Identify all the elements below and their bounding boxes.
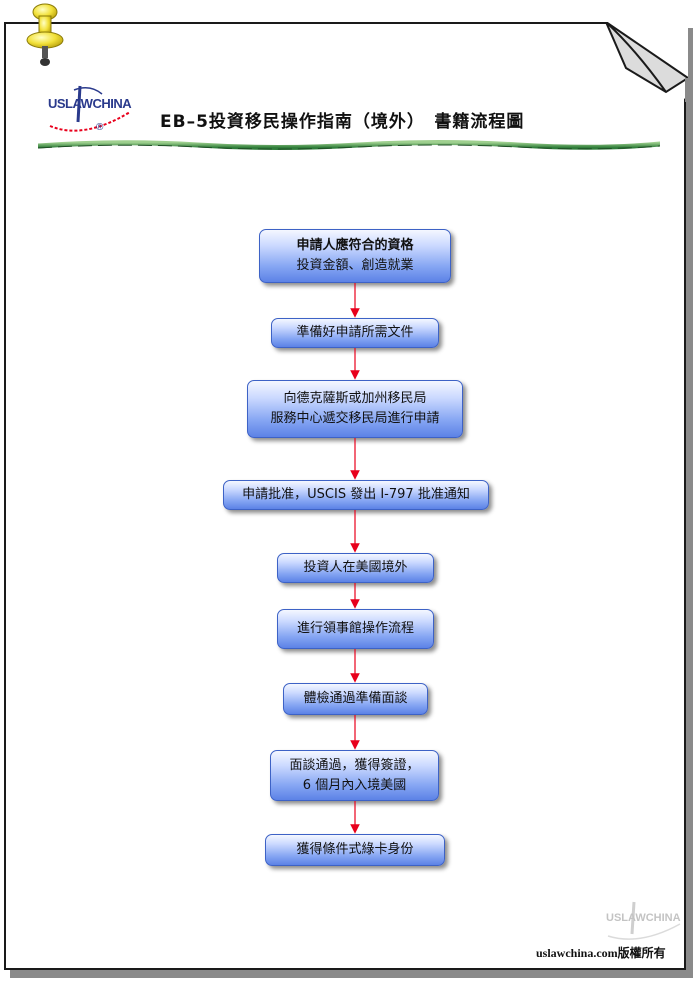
flow-step-3: 向德克薩斯或加州移民局 服務中心遞交移民局進行申請: [247, 380, 463, 438]
flow-step-8-line1: 面談通過，獲得簽證，: [289, 757, 420, 773]
decorative-divider: [38, 140, 660, 150]
flow-step-8-line2: 6 個月內入境美國: [302, 777, 407, 793]
flow-step-6-line1: 進行領事館操作流程: [296, 621, 414, 636]
flow-step-8: 面談通過，獲得簽證， 6 個月內入境美國: [270, 750, 439, 801]
flow-step-2: 準備好申請所需文件: [271, 318, 439, 348]
flow-step-3-line2: 服務中心遞交移民局進行申請: [270, 411, 440, 426]
flow-step-7: 體檢通過準備面談: [283, 683, 428, 715]
flow-step-7-line1: 體檢通過準備面談: [303, 691, 408, 706]
flow-step-1: 申請人應符合的資格 投資金額、創造就業: [259, 229, 451, 283]
flow-step-4-line1: 申請批准，USCIS 發出 I-797 批准通知: [242, 487, 470, 502]
flow-step-5-line1: 投資人在美國境外: [303, 560, 408, 575]
flow-step-6: 進行領事館操作流程: [277, 609, 434, 649]
uslawchina-logo: USLAWCHINA ®: [44, 82, 136, 140]
page-title: EB–5投資移民操作指南（境外） 書籍流程圖: [160, 112, 525, 132]
flow-step-9: 獲得條件式綠卡身份: [265, 834, 445, 866]
flow-step-1-line1: 申請人應符合的資格: [296, 238, 414, 253]
watermark-text: USLAWCHINA: [606, 912, 681, 924]
pushpin-icon: [26, 3, 64, 66]
watermark-logo: USLAWCHINA: [604, 900, 684, 944]
copyright-notice: uslawchina.com版權所有: [536, 946, 666, 960]
flow-step-1-line2: 投資金額、創造就業: [296, 258, 414, 273]
registered-mark: ®: [96, 122, 104, 133]
flow-step-4: 申請批准，USCIS 發出 I-797 批准通知: [223, 480, 489, 510]
logo-text: USLAWCHINA: [48, 96, 132, 111]
flow-step-5: 投資人在美國境外: [277, 553, 434, 583]
flow-step-2-line1: 準備好申請所需文件: [296, 325, 414, 340]
flow-step-3-line1: 向德克薩斯或加州移民局: [283, 391, 427, 406]
flow-step-9-line1: 獲得條件式綠卡身份: [296, 842, 414, 857]
